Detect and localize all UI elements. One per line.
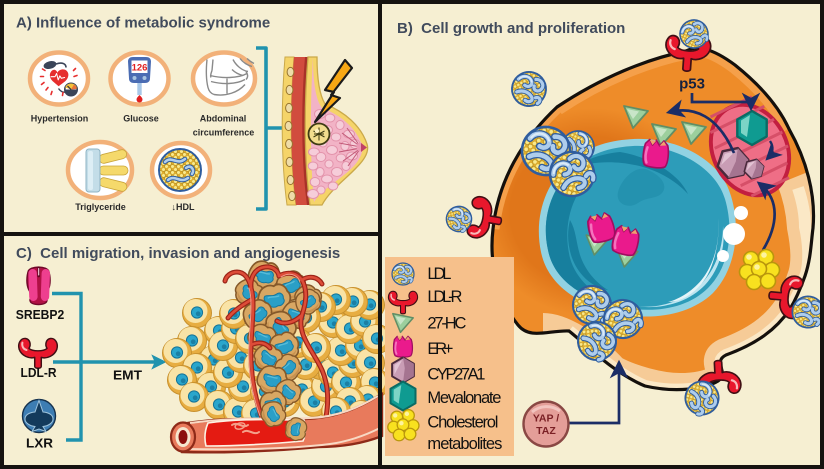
svg-text:126: 126 [132, 63, 148, 74]
svg-text:EMT: EMT [113, 368, 142, 383]
svg-text:circumference: circumference [193, 128, 255, 138]
svg-text:ER+: ER+ [427, 340, 453, 358]
svg-text:C) Cell migration, invasion a: C) Cell migration, invasion and angiogen… [16, 245, 340, 262]
svg-text:LDL-R: LDL-R [21, 365, 58, 380]
svg-text:B) Cell growth and proliferat: B) Cell growth and proliferation [397, 20, 625, 37]
svg-text:Cholesterol: Cholesterol [427, 414, 498, 432]
svg-text:TAZ: TAZ [536, 425, 556, 437]
svg-text:LXR: LXR [26, 436, 54, 451]
svg-text:YAP /: YAP / [533, 413, 559, 425]
svg-text:metabolites: metabolites [427, 435, 502, 453]
svg-text:A) Influence of metabolic synd: A) Influence of metabolic syndrome [16, 15, 270, 32]
svg-text:SREBP2: SREBP2 [16, 307, 65, 322]
svg-text:LDL-R: LDL-R [427, 288, 462, 306]
svg-text:Abdominal: Abdominal [200, 114, 247, 124]
svg-text:↓HDL: ↓HDL [172, 202, 195, 212]
svg-text:p53: p53 [679, 76, 705, 93]
svg-text:Mevalonate: Mevalonate [427, 389, 501, 407]
svg-text:27-HC: 27-HC [427, 315, 466, 333]
svg-text:Triglyceride: Triglyceride [75, 202, 126, 212]
svg-text:Glucose: Glucose [123, 114, 159, 124]
svg-text:Hypertension: Hypertension [31, 114, 89, 124]
svg-text:LDL: LDL [427, 265, 451, 283]
svg-text:CYP27A1: CYP27A1 [427, 366, 485, 384]
